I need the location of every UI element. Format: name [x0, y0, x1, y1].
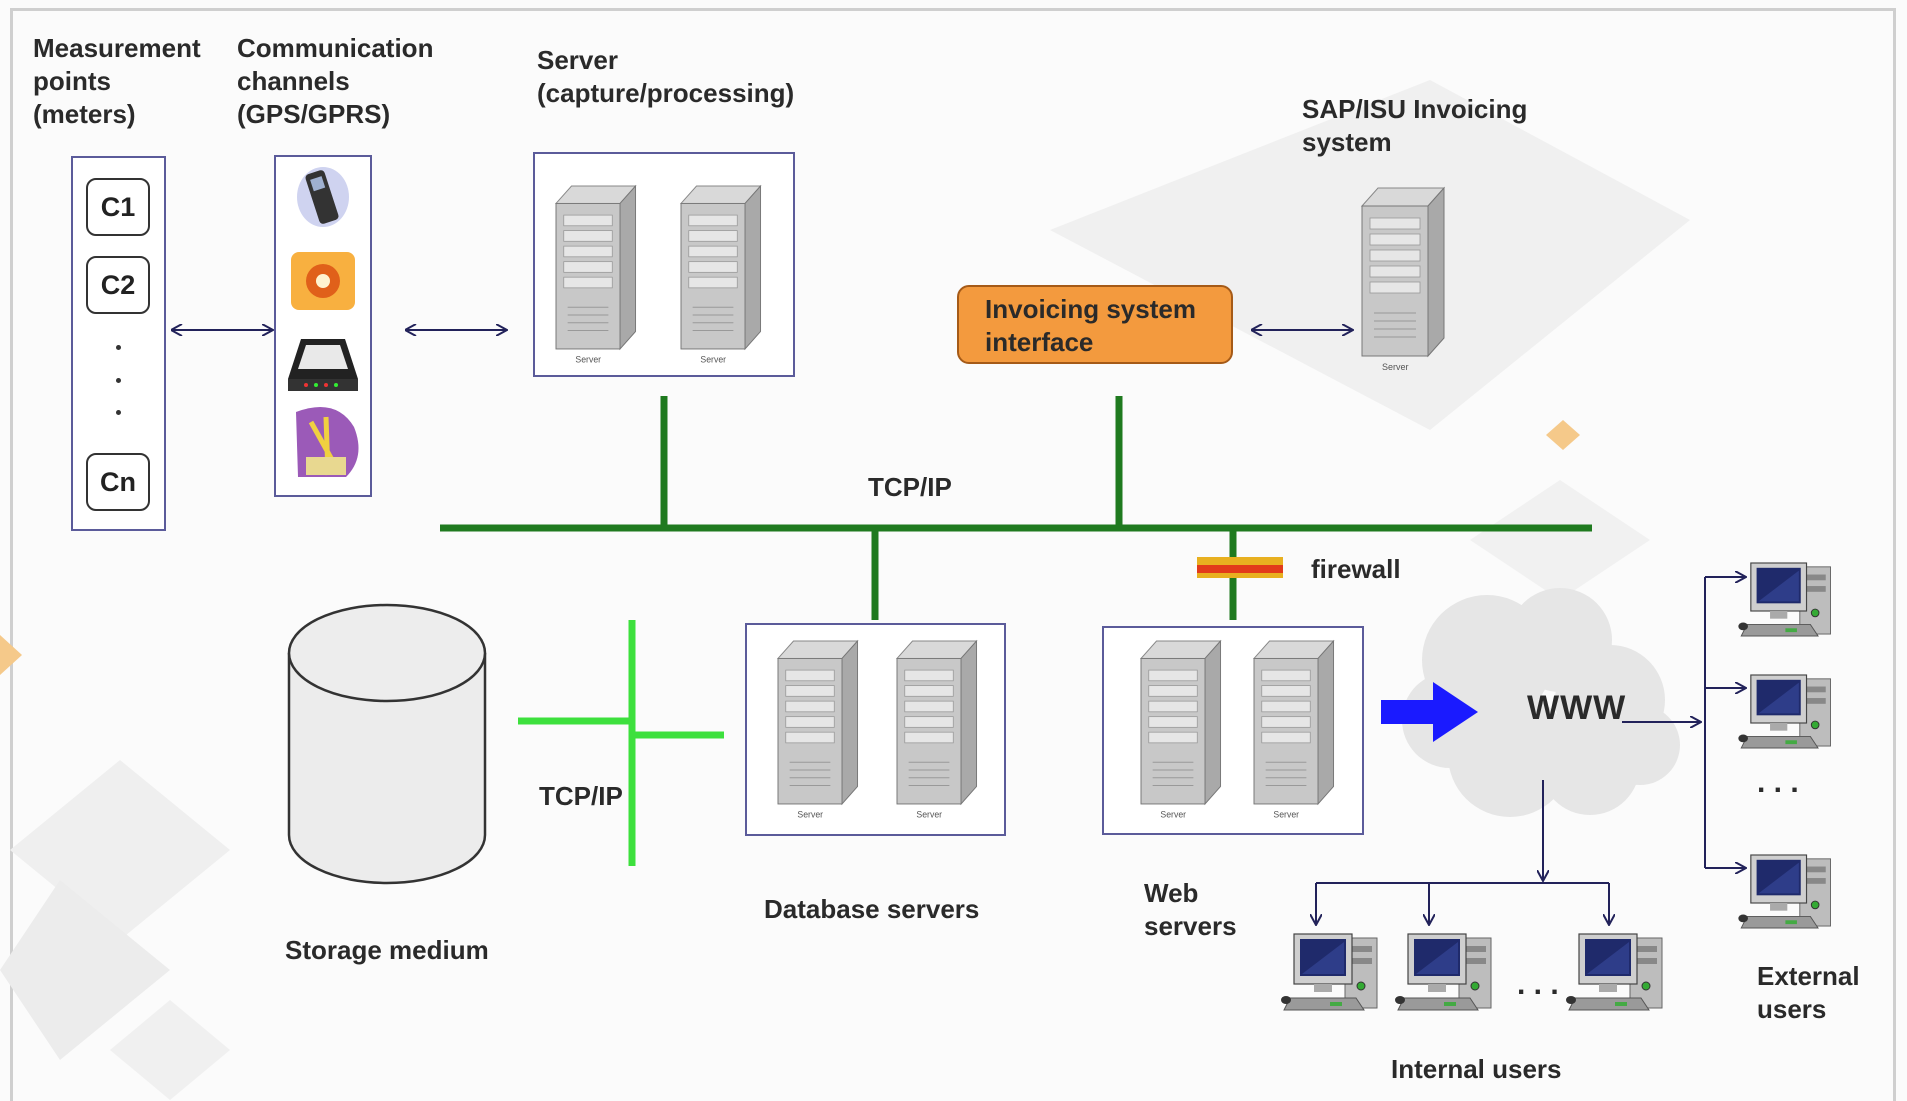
server-icon: Server: [1139, 639, 1222, 820]
server-icon: Server: [895, 639, 978, 820]
ellipsis-dot: [116, 410, 121, 415]
server-capture-label: Server (capture/processing): [537, 45, 795, 108]
external-users-label: External users: [1757, 961, 1860, 1024]
server-icon: Server: [554, 184, 637, 365]
server-caption: Server: [700, 355, 726, 365]
server-caption: Server: [916, 810, 942, 820]
desktop-pc-icon: [1738, 562, 1832, 637]
modem-icon: [288, 339, 358, 391]
storage-medium-label: Storage medium: [285, 935, 489, 965]
satellite-phone-icon: [297, 167, 349, 227]
firewall-label: firewall: [1311, 554, 1401, 584]
external-users-ellipsis: . . .: [1757, 766, 1799, 799]
meter-cn: Cn: [86, 453, 150, 511]
satellite-dish-icon: [296, 407, 359, 477]
telephone-icon: [291, 252, 355, 310]
desktop-pc-icon: [1395, 933, 1492, 1011]
invoicing-system-interface: Invoicing system interface: [957, 285, 1233, 364]
web-servers-label: Web servers: [1144, 878, 1237, 941]
server-caption: Server: [575, 355, 601, 365]
firewall-bar-mid: [1197, 565, 1283, 573]
server-icon: Server: [776, 639, 859, 820]
tcpip-bus-label: TCP/IP: [868, 472, 952, 502]
meter-c2: C2: [86, 256, 150, 314]
desktop-pc-icon: [1738, 674, 1832, 749]
measurement-points-label: Measurement points (meters): [33, 33, 201, 129]
server-icon: Server: [679, 184, 762, 365]
www-label: WWW: [1527, 689, 1627, 727]
server-caption: Server: [797, 810, 823, 820]
desktop-pc-icon: [1566, 933, 1663, 1011]
server-icon: Server: [1360, 186, 1446, 372]
server-caption: Server: [1273, 810, 1299, 820]
tcpip-storage-label: TCP/IP: [539, 781, 623, 811]
internal-users-ellipsis: . . .: [1517, 968, 1559, 1001]
communication-channels-label: Communication channels (GPS/GPRS): [237, 33, 434, 129]
server-caption: Server: [1160, 810, 1186, 820]
channel-icons: [288, 167, 359, 477]
diagram-frame: [10, 8, 1896, 1101]
desktop-pc-icon: [1281, 933, 1378, 1011]
meter-c1: C1: [86, 178, 150, 236]
server-icon: Server: [1252, 639, 1335, 820]
server-caption: Server: [1382, 362, 1409, 372]
ellipsis-dot: [116, 345, 121, 350]
desktop-pc-icon: [1738, 854, 1832, 929]
internal-users-label: Internal users: [1391, 1054, 1562, 1084]
firewall-bar-top: [1197, 557, 1283, 565]
sap-isu-label: SAP/ISU Invoicing system: [1302, 94, 1528, 157]
ellipsis-dot: [116, 378, 121, 383]
measurement-points-box: C1 C2 Cn: [71, 156, 166, 531]
firewall-bar-bottom: [1197, 573, 1283, 578]
web-to-www-arrow: [1381, 682, 1478, 742]
communication-channels-box: [274, 155, 372, 497]
database-servers-label: Database servers: [764, 894, 980, 924]
